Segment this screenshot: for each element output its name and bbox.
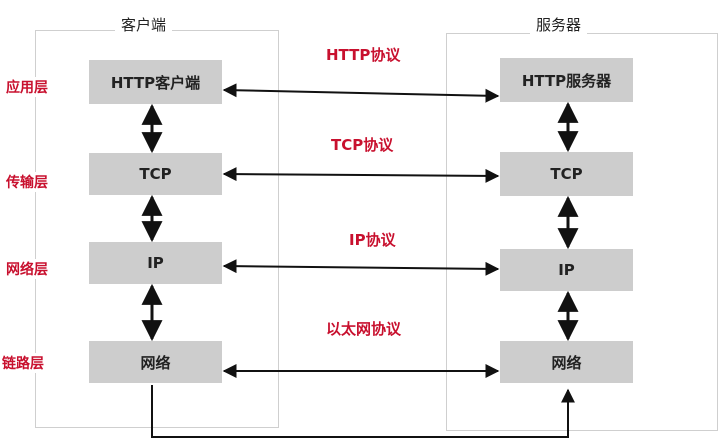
layer-transport: 传输层 bbox=[6, 172, 48, 192]
arrow-tcp-peer bbox=[222, 167, 500, 183]
client-title: 客户端 bbox=[115, 14, 173, 35]
client-network-box: 网络 bbox=[89, 341, 222, 383]
server-http-label: HTTP服务器 bbox=[521, 71, 612, 90]
layer-application: 应用层 bbox=[6, 77, 48, 97]
client-http-label: HTTP客户端 bbox=[110, 73, 201, 92]
server-title: 服务器 bbox=[530, 14, 588, 35]
client-tcp-label: TCP bbox=[139, 165, 172, 183]
layer-link: 链路层 bbox=[2, 353, 44, 373]
protocol-ethernet: 以太网协议 bbox=[326, 318, 402, 339]
client-ip-label: IP bbox=[147, 254, 164, 272]
client-http-box: HTTP客户端 bbox=[89, 60, 222, 104]
protocol-tcp: TCP协议 bbox=[331, 134, 394, 155]
layer-network: 网络层 bbox=[6, 259, 48, 279]
client-tcp-box: TCP bbox=[89, 153, 222, 195]
protocol-ip: IP协议 bbox=[349, 229, 396, 250]
arrow-ip-peer bbox=[222, 259, 500, 276]
physical-link-path bbox=[151, 385, 575, 438]
arrow-http-peer bbox=[222, 83, 500, 103]
server-ip-label: IP bbox=[558, 261, 575, 279]
server-ip-box: IP bbox=[500, 249, 633, 291]
server-tcp-label: TCP bbox=[550, 165, 583, 183]
server-http-box: HTTP服务器 bbox=[500, 58, 633, 102]
server-tcp-box: TCP bbox=[500, 152, 633, 196]
client-ip-box: IP bbox=[89, 242, 222, 284]
server-network-box: 网络 bbox=[500, 341, 633, 383]
protocol-http: HTTP协议 bbox=[326, 44, 401, 65]
server-network-label: 网络 bbox=[551, 353, 582, 372]
client-network-label: 网络 bbox=[140, 353, 171, 372]
